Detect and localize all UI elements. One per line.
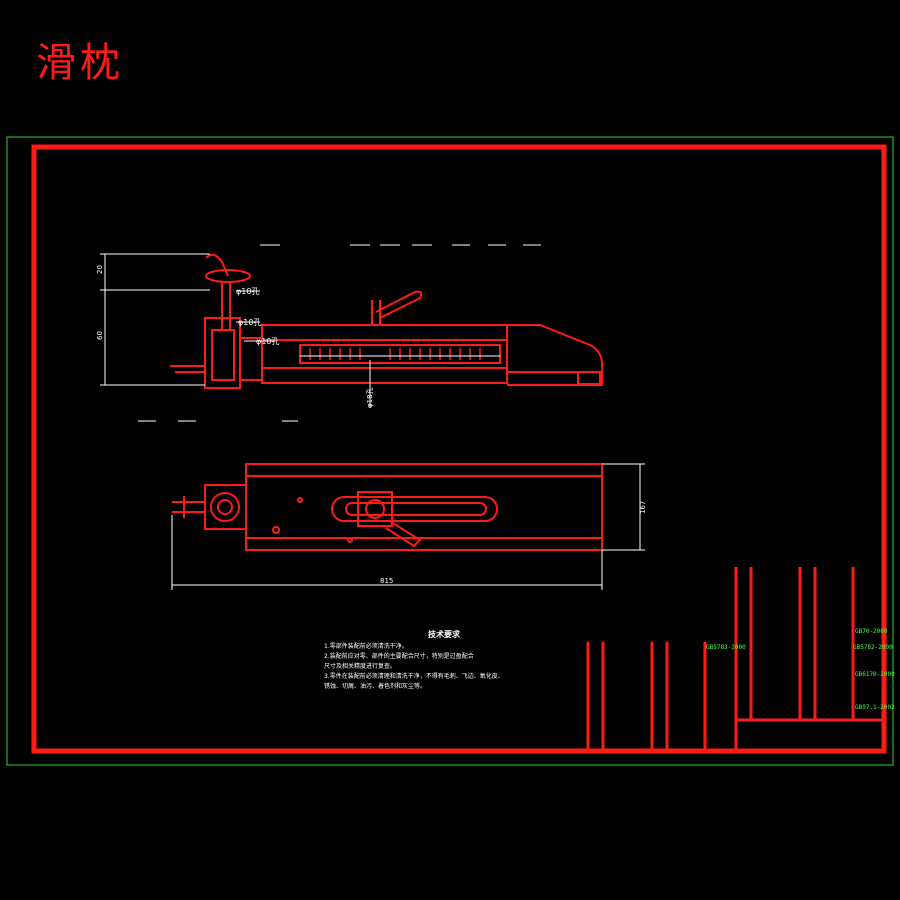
note-line: 尺寸及相关精度进行复查。 [324,663,397,670]
front-dimension-lines [100,253,500,408]
note-line: 2.装配前应对零、部件的主要配合尺寸，特别是过盈配合 [324,653,474,660]
dim-top-20: 20 [96,265,104,274]
front-view [138,244,604,422]
dim-phi-c: φ10孔 [256,337,279,346]
dim-phi-vertical: φ18孔 [366,387,374,408]
dim-phi-b: φ10孔 [238,318,261,327]
technical-requirements: 技术要求 1.零部件装配前必须清洗干净。 2.装配前应对零、部件的主要配合尺寸，… [324,630,534,692]
notes-heading: 技术要求 [428,630,460,639]
inner-border [31,144,887,754]
dim-phi-a: φ10孔 [236,287,259,296]
standard-label-1: GB70-2000 [855,628,888,635]
standard-label-2: GB5782-2000 [853,644,893,651]
note-line: 锈蚀、切屑、油污、着色剂和灰尘等。 [324,683,427,690]
standard-label-4: GB97.1-2002 [855,704,895,711]
outer-frame [6,136,894,766]
drawing-title: 滑枕 [36,40,124,86]
standard-label-3: GB6170-2000 [855,671,895,678]
note-line: 1.零部件装配前必须清洗干净。 [324,643,408,650]
dim-side-60: 60 [96,331,104,340]
standard-label-left: GB5783-2000 [706,644,746,651]
dim-plan-width: 167 [639,501,647,514]
plan-view [172,463,603,551]
note-line: 3.零件在装配前必须清理和清洗干净，不得有毛刺、飞边、氧化皮、 [324,673,504,680]
dim-length: 815 [380,577,393,585]
plan-dimension-lines [171,463,645,590]
title-block [586,567,884,751]
